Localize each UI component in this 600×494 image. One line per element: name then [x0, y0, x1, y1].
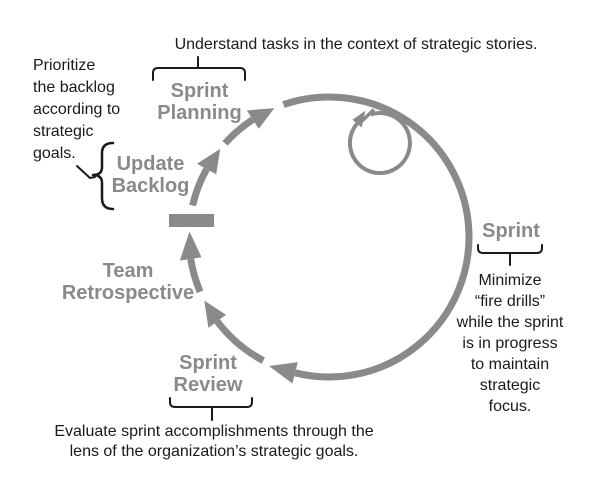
bracket-sprint — [477, 244, 543, 266]
arrowhead-to-sprint-planning — [197, 148, 221, 175]
brace-update-backlog — [91, 141, 115, 211]
daily-loop-icon — [347, 108, 412, 176]
label-sprint: Sprint — [482, 220, 540, 242]
cycle-arrowheads — [179, 108, 298, 384]
label-sprint-review: Sprint Review — [173, 352, 243, 396]
cycle-arc-sprint-review — [214, 319, 265, 364]
annotation-understand-tasks: Understand tasks in the context of strat… — [174, 36, 538, 53]
commitment-bar-icon — [169, 214, 214, 227]
annotation-connectors — [76, 56, 543, 421]
connector-line-prioritize — [76, 165, 96, 179]
annotation-evaluate-accomplishments: Evaluate sprint accomplishments through … — [54, 423, 374, 460]
label-update-backlog: Update Backlog — [111, 153, 190, 197]
cycle-arc-segments — [187, 93, 473, 381]
label-sprint-planning: Sprint Planning — [157, 80, 242, 124]
cycle-arc-team-retrospective — [187, 258, 204, 294]
cycle-arc-update-backlog — [189, 167, 210, 207]
annotation-minimize-fire-drills: Minimize “fire drills” while the sprint … — [456, 272, 564, 415]
arrowhead-to-team-retrospective — [204, 300, 226, 328]
arrowhead-to-bar — [179, 231, 202, 261]
arrowhead-bottom — [269, 362, 298, 384]
bracket-sprint-planning — [152, 56, 246, 81]
cycle-arc-sprint — [282, 93, 473, 381]
cycle-arc-sprint-planning — [222, 116, 255, 146]
arrowhead-to-top — [246, 108, 275, 129]
label-team-retrospective: Team Retrospective — [61, 260, 195, 304]
annotation-prioritize-backlog: Prioritize the backlog according to stra… — [33, 57, 121, 162]
bracket-sprint-review — [169, 397, 253, 421]
